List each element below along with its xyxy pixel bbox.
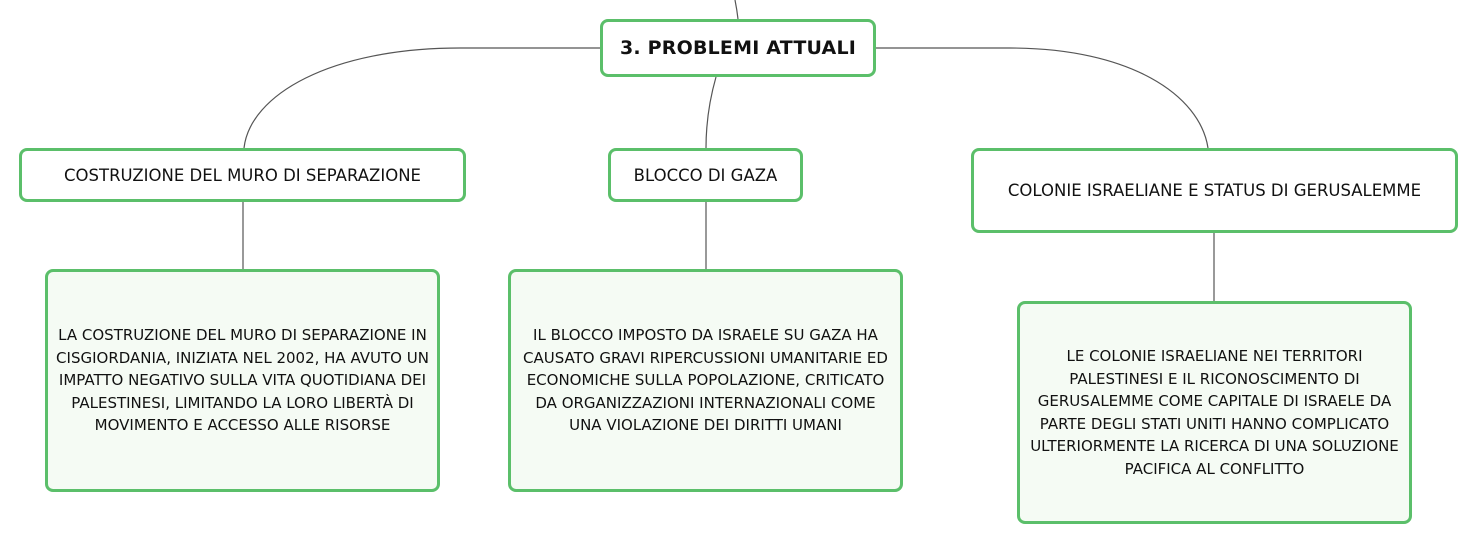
detail-node-text: IL BLOCCO IMPOSTO DA ISRAELE SU GAZA HA … — [523, 326, 888, 435]
connector-root-to-branch-2 — [705, 76, 717, 149]
connector-root-to-branch-1 — [243, 47, 600, 149]
branch-node-gaza[interactable]: BLOCCO DI GAZA — [608, 148, 803, 202]
detail-node-text: LE COLONIE ISRAELIANE NEI TERRITORI PALE… — [1030, 347, 1399, 478]
detail-node-muro[interactable]: LA COSTRUZIONE DEL MURO DI SEPARAZIONE I… — [45, 269, 440, 492]
root-node[interactable]: 3. PROBLEMI ATTUALI — [600, 19, 876, 77]
branch-node-muro[interactable]: COSTRUZIONE DEL MURO DI SEPARAZIONE — [19, 148, 466, 202]
root-node-label: 3. PROBLEMI ATTUALI — [619, 37, 857, 59]
detail-node-text: LA COSTRUZIONE DEL MURO DI SEPARAZIONE I… — [56, 326, 429, 435]
connector-parent-to-root — [734, 0, 739, 20]
branch-node-colonie[interactable]: COLONIE ISRAELIANE E STATUS DI GERUSALEM… — [971, 148, 1458, 233]
connector-root-to-branch-3 — [876, 47, 1209, 149]
branch-node-label: BLOCCO DI GAZA — [633, 165, 778, 185]
branch-node-label: COLONIE ISRAELIANE E STATUS DI GERUSALEM… — [1007, 181, 1422, 200]
branch-node-label: COSTRUZIONE DEL MURO DI SEPARAZIONE — [64, 165, 421, 185]
detail-node-colonie[interactable]: LE COLONIE ISRAELIANE NEI TERRITORI PALE… — [1017, 301, 1412, 524]
detail-node-gaza[interactable]: IL BLOCCO IMPOSTO DA ISRAELE SU GAZA HA … — [508, 269, 903, 492]
